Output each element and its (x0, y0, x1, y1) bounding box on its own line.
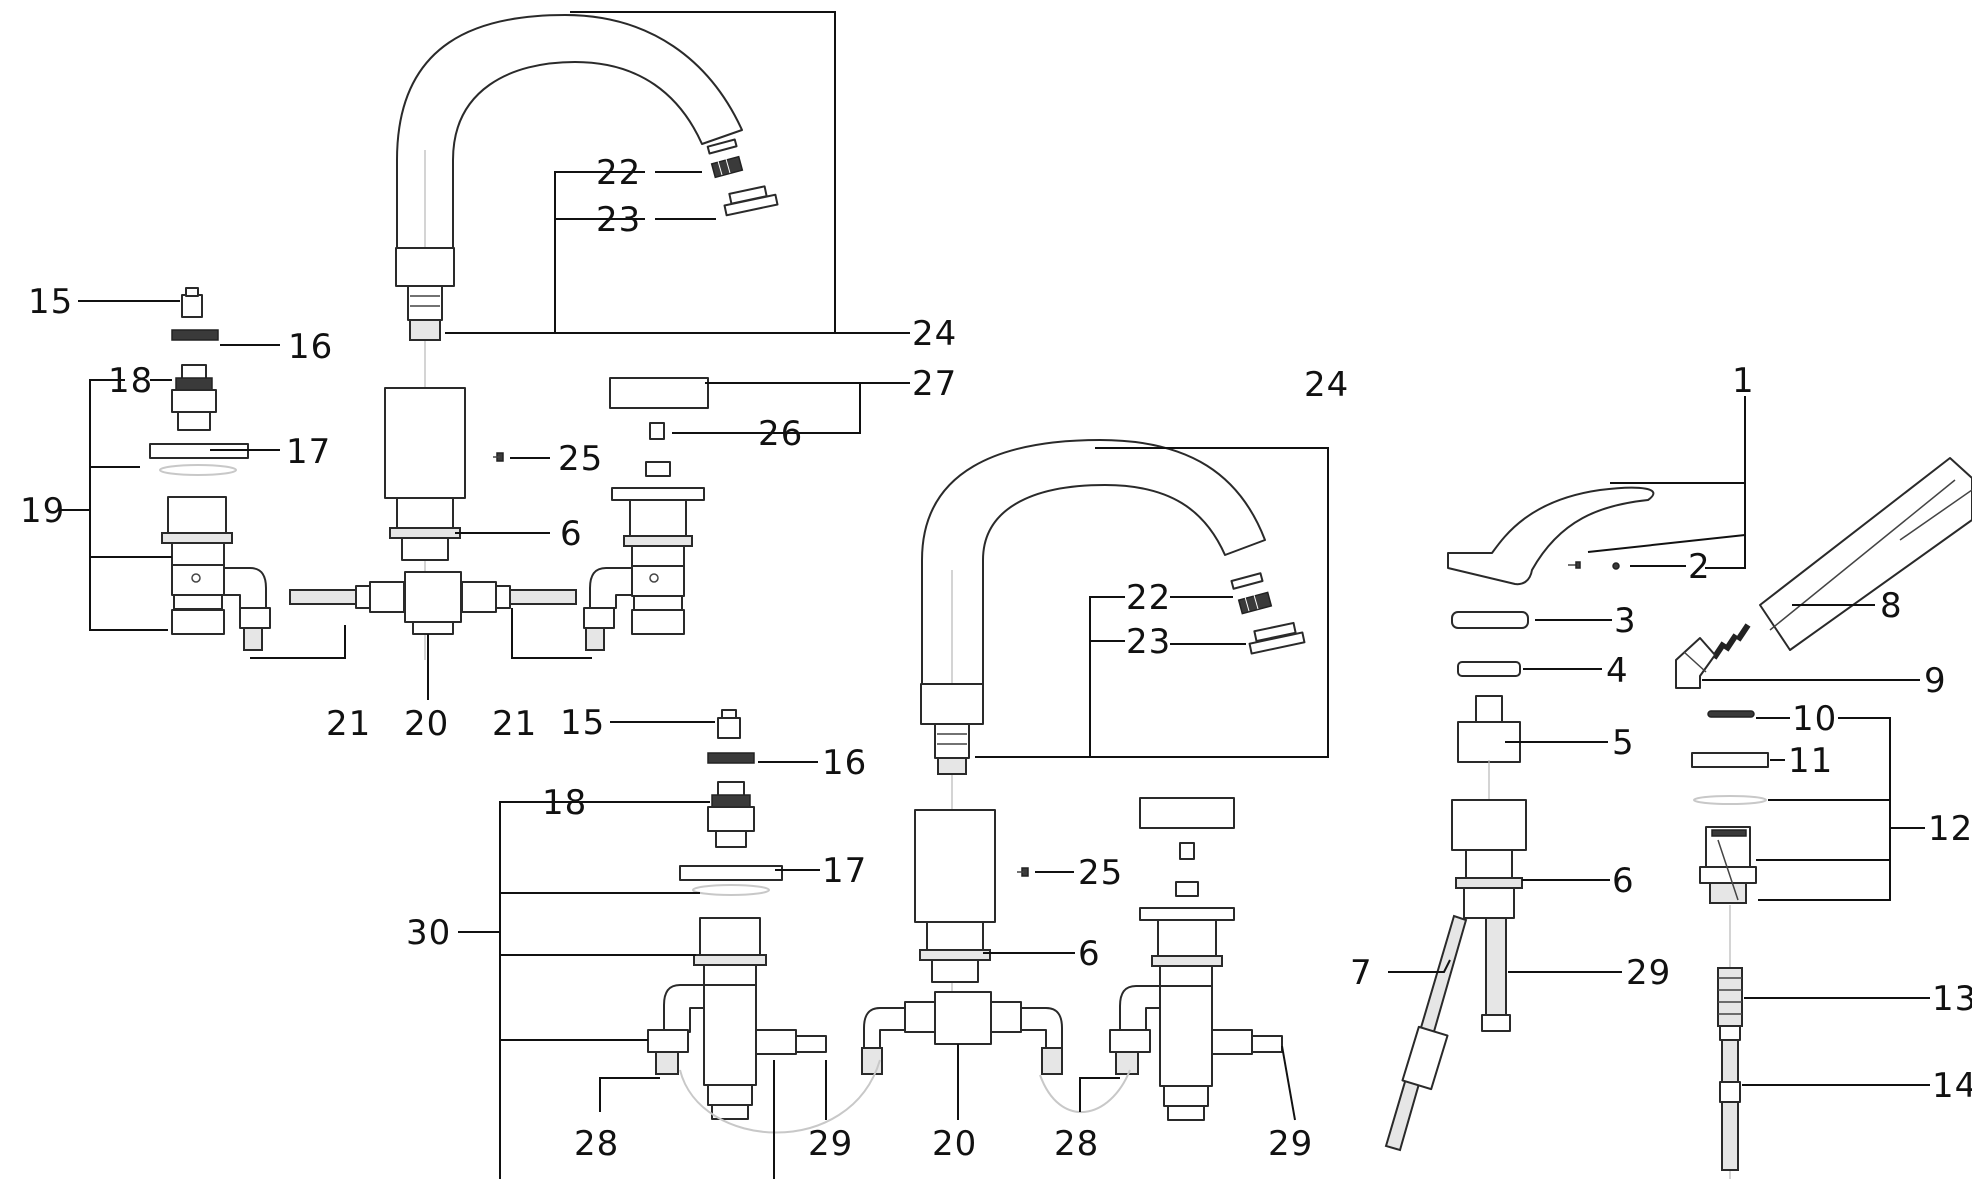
aerator-a (706, 138, 738, 155)
callout-22-a: 22 (596, 153, 641, 193)
aerator-b (1230, 572, 1264, 590)
callout-16-a: 16 (288, 327, 333, 367)
leader-lines-a (58, 11, 910, 700)
diverter-escutcheon (1457, 661, 1521, 677)
callout-25-a: 25 (558, 439, 603, 479)
callout-17-b: 17 (822, 851, 867, 891)
callout-20-b: 20 (932, 1124, 977, 1164)
shower-hose-14 (1719, 1039, 1741, 1171)
callout-21-a-right: 21 (492, 704, 537, 744)
assembly-c-handshower (1384, 396, 1972, 1179)
hand-shower (1711, 457, 1972, 660)
leader-lines-c (1388, 396, 1930, 1086)
callout-29-b-left: 29 (808, 1124, 853, 1164)
callout-15-a: 15 (28, 282, 73, 322)
aerator-insert-b (1237, 591, 1273, 615)
spout-a (395, 14, 743, 660)
hose-nut-12 (1699, 826, 1757, 904)
diverter-cap (1451, 611, 1529, 629)
swivel-connector (1675, 637, 1716, 689)
hose-a-left (289, 589, 357, 605)
callout-6-c: 6 (1612, 861, 1635, 901)
callout-28-b-right: 28 (1054, 1124, 1099, 1164)
callout-8-c: 8 (1880, 586, 1903, 626)
aerator-housing-b (1248, 621, 1306, 655)
shower-hose-c (1384, 914, 1468, 1152)
callout-24-a: 24 (912, 314, 957, 354)
callout-24-b: 24 (1304, 365, 1349, 405)
callout-18-b: 18 (542, 783, 587, 823)
diverter-body (1451, 799, 1527, 919)
callout-27-a: 27 (912, 364, 957, 404)
spout-riser-b (914, 809, 996, 983)
handle-screw (1568, 561, 1620, 570)
callout-23-b: 23 (1126, 622, 1171, 662)
set-screw-b (1017, 867, 1029, 877)
callout-6-b: 6 (1078, 934, 1101, 974)
spout-riser-a (384, 387, 466, 561)
valve-a-right (583, 377, 709, 651)
callout-17-a: 17 (286, 432, 331, 472)
assembly-a-faucet (58, 11, 910, 700)
callout-5-c: 5 (1612, 723, 1635, 763)
callout-25-b: 25 (1078, 853, 1123, 893)
tee-connector-a (355, 571, 511, 635)
callout-16-b: 16 (822, 743, 867, 783)
callout-6-a: 6 (560, 514, 583, 554)
callout-11-c: 11 (1788, 741, 1833, 781)
valve-a-left (149, 287, 271, 651)
set-screw-a (493, 452, 504, 462)
callout-28-b-left: 28 (574, 1124, 619, 1164)
callout-19-a: 19 (20, 491, 65, 531)
hose-end-13 (1717, 967, 1743, 1041)
tee-connector-b (861, 991, 1063, 1075)
diverter-handle (1447, 486, 1655, 586)
valve-b-left (647, 709, 881, 1134)
callout-23-a: 23 (596, 200, 641, 240)
assembly-b-faucet (458, 439, 1329, 1179)
spacer-11 (1691, 752, 1769, 768)
callout-labels: 15 16 18 17 19 22 23 24 27 26 25 6 21 20… (20, 153, 1972, 1164)
callout-3-c: 3 (1614, 601, 1637, 641)
callout-22-b: 22 (1126, 578, 1171, 618)
handle-adapter-a (649, 422, 665, 440)
callout-12-c: 12 (1928, 809, 1972, 849)
callout-20-a: 20 (404, 704, 449, 744)
callout-2-c: 2 (1688, 547, 1711, 587)
callout-21-a-left: 21 (326, 704, 371, 744)
callout-14-c: 14 (1932, 1066, 1972, 1106)
leader-lines-b (458, 447, 1329, 1179)
callout-26-a: 26 (758, 414, 803, 454)
callout-7-c: 7 (1350, 953, 1373, 993)
callout-30-b: 30 (406, 913, 451, 953)
callout-1-c: 1 (1732, 361, 1755, 401)
callout-29-c: 29 (1626, 953, 1671, 993)
callout-10-c: 10 (1792, 699, 1837, 739)
hose-a-right (509, 589, 577, 605)
callout-9-c: 9 (1924, 661, 1947, 701)
callout-4-c: 4 (1606, 651, 1629, 691)
spout-b (920, 439, 1266, 1020)
aerator-insert-a (710, 155, 744, 179)
valve-b-right (1039, 797, 1283, 1121)
washer-10 (1707, 710, 1755, 718)
callout-15-b: 15 (560, 703, 605, 743)
callout-13-c: 13 (1932, 979, 1972, 1019)
callout-18-a: 18 (108, 361, 153, 401)
aerator-housing-a (723, 185, 779, 217)
supply-hose-c (1481, 917, 1511, 1032)
callout-29-b-right: 29 (1268, 1124, 1313, 1164)
handle-a-right (609, 377, 709, 409)
